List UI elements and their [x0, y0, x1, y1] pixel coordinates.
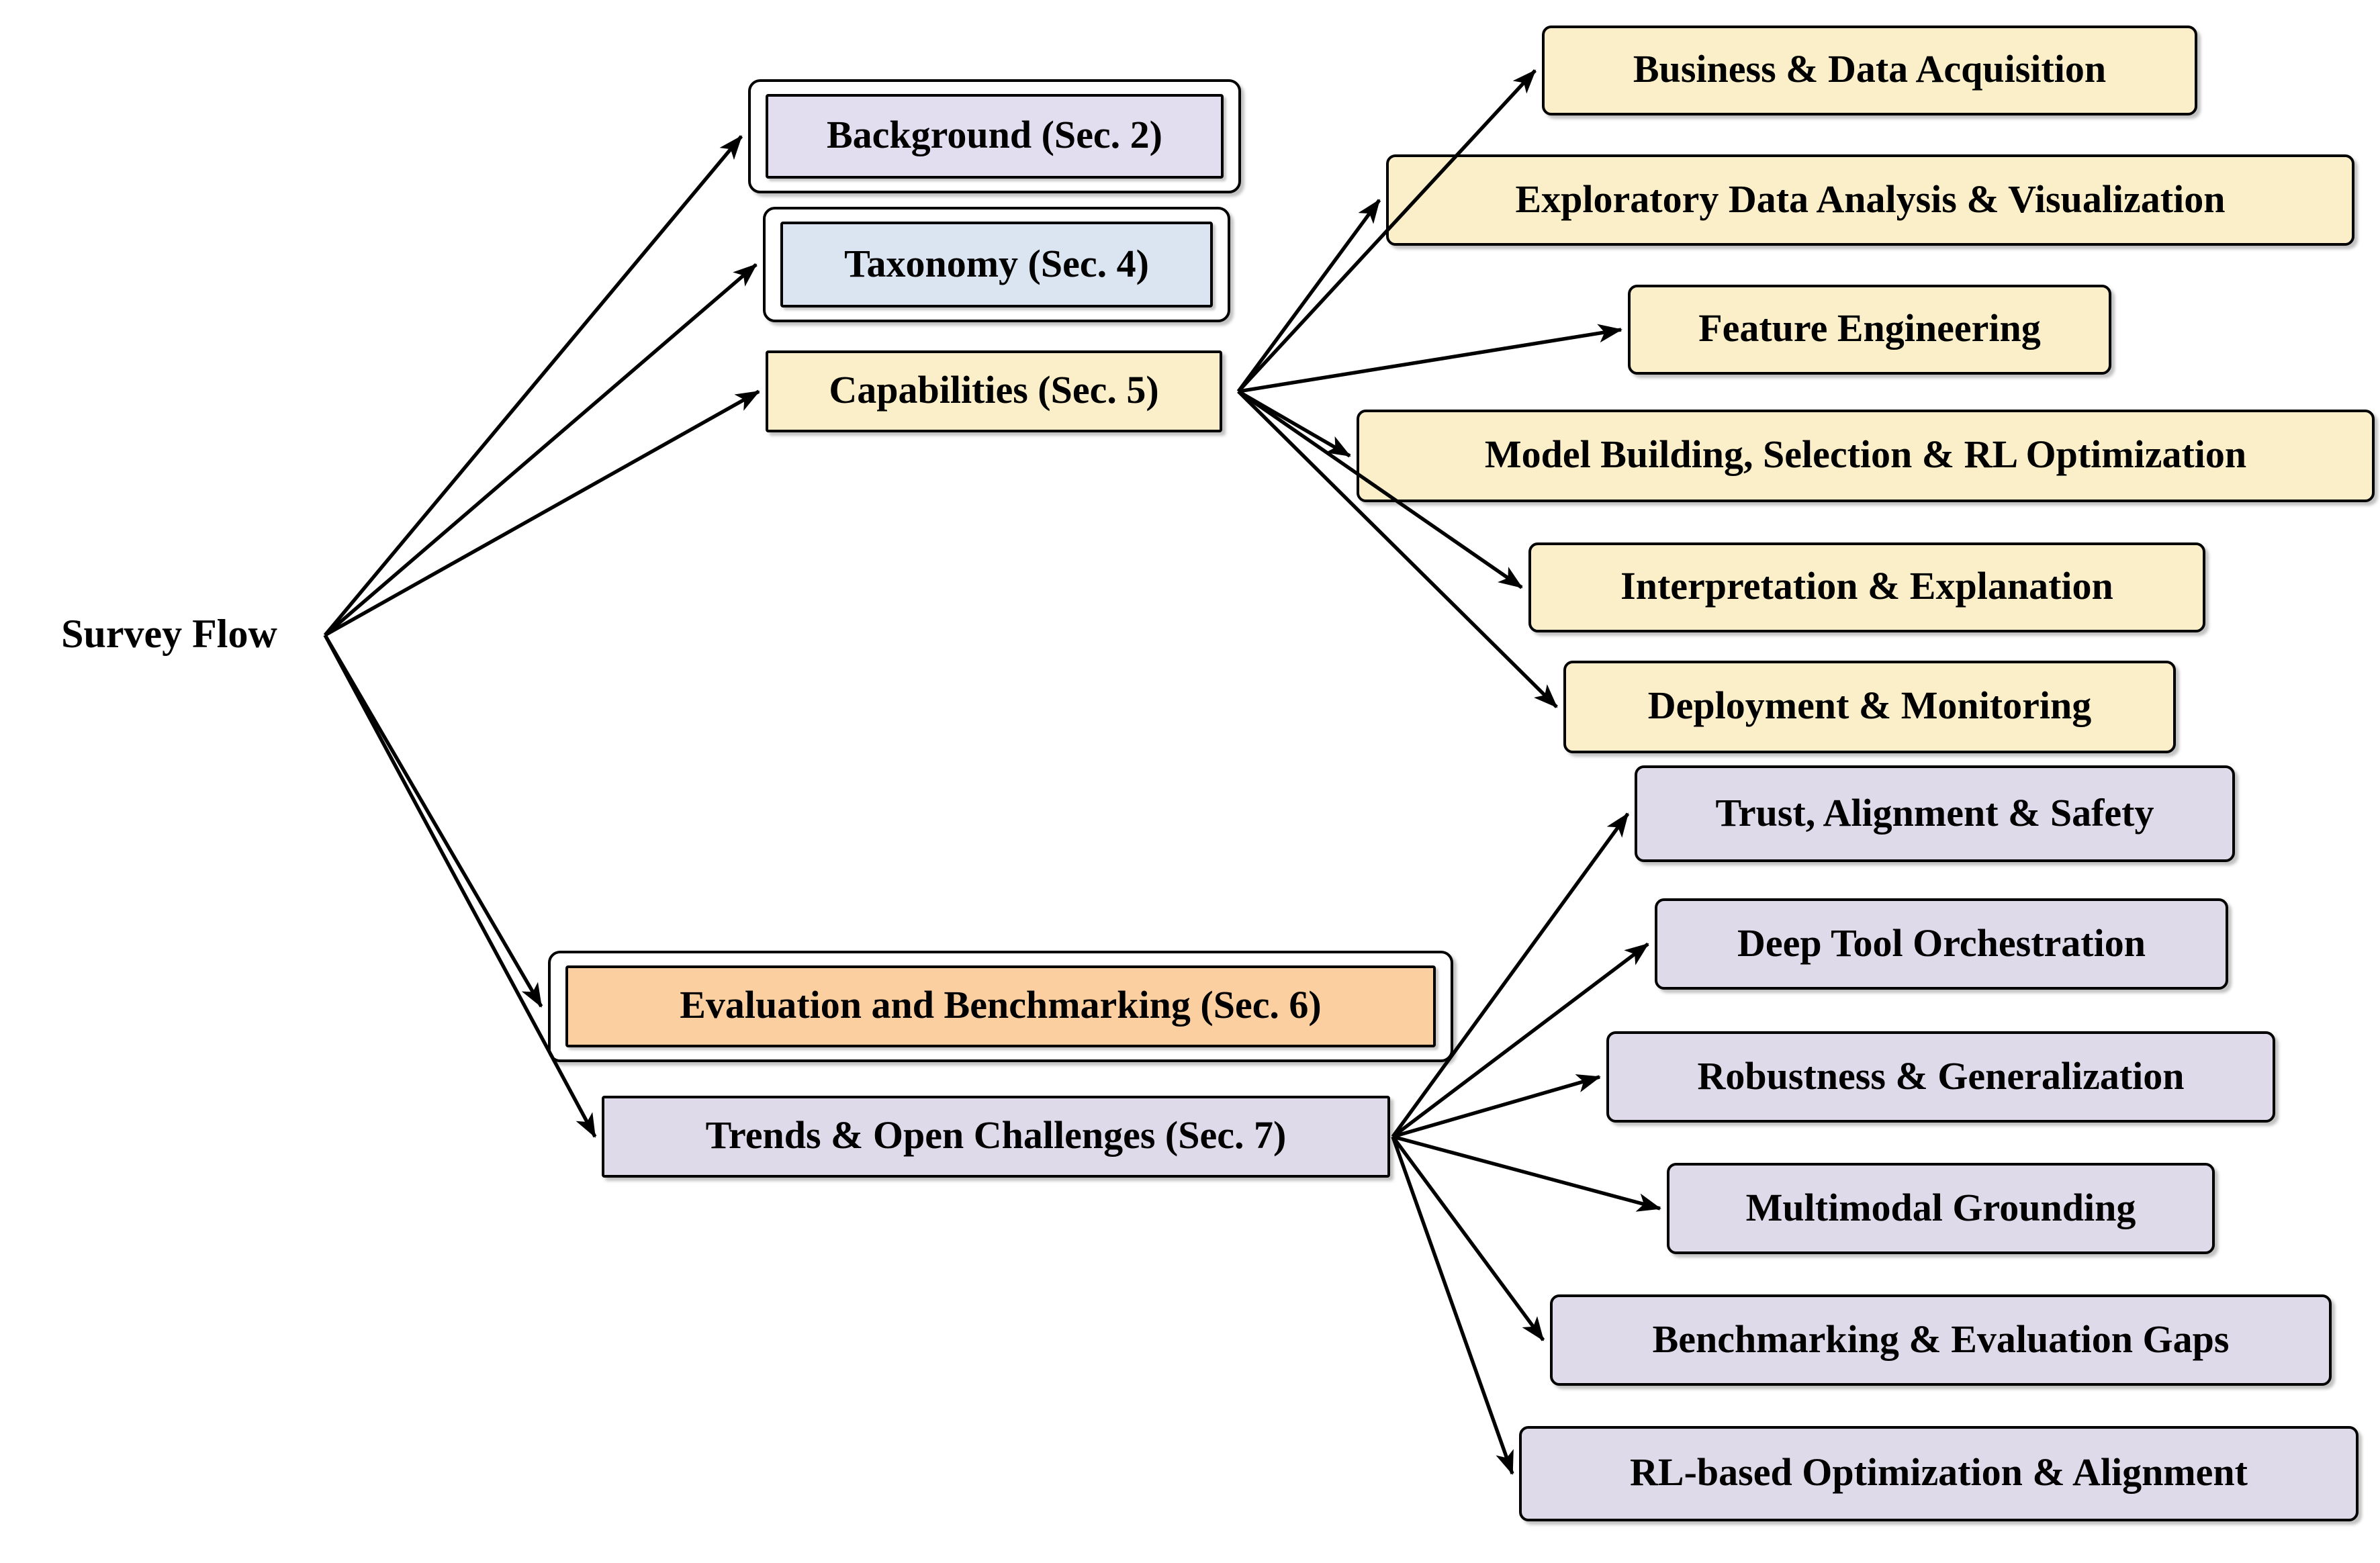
trends-section-label: Trends & Open Challenges (Sec. 7)	[705, 1115, 1287, 1157]
evaluation-section-node: Evaluation and Benchmarking (Sec. 6)	[565, 965, 1436, 1047]
flow-arrow	[1392, 1074, 1601, 1139]
node-label: Feature Engineering	[1698, 307, 2041, 350]
node-robustness-generalization: Robustness & Generalization	[1606, 1031, 2275, 1123]
node-label: Trust, Alignment & Safety	[1715, 792, 2154, 835]
flow-arrow	[1236, 199, 1381, 393]
capabilities-section-node: Capabilities (Sec. 5)	[766, 350, 1222, 432]
taxonomy-section-frame: Taxonomy (Sec. 4)	[763, 207, 1230, 322]
background-section-frame: Background (Sec. 2)	[748, 79, 1241, 193]
node-label: Exploratory Data Analysis & Visualizatio…	[1515, 178, 2226, 221]
node-label: Deployment & Monitoring	[1647, 685, 2092, 728]
flow-arrow	[324, 263, 758, 637]
node-exploratory-data-analysis-visualization: Exploratory Data Analysis & Visualizatio…	[1386, 154, 2354, 246]
survey-flow-root-label: Survey Flow	[61, 612, 277, 657]
flow-arrow	[323, 634, 597, 1138]
flow-arrow	[323, 135, 743, 636]
background-section-node: Background (Sec. 2)	[766, 94, 1224, 179]
taxonomy-section-label: Taxonomy (Sec. 4)	[844, 242, 1149, 285]
flow-arrow	[1237, 389, 1351, 458]
node-business-data-acquisition: Business & Data Acquisition	[1542, 26, 2197, 115]
background-section-label: Background (Sec. 2)	[826, 114, 1162, 157]
node-label: RL-based Optimization & Alignment	[1630, 1452, 2248, 1495]
node-label: Benchmarking & Evaluation Gaps	[1652, 1318, 2230, 1361]
node-label: Deep Tool Orchestration	[1737, 922, 2146, 965]
node-deep-tool-orchestration: Deep Tool Orchestration	[1655, 898, 2228, 990]
trends-section-node: Trends & Open Challenges (Sec. 7)	[602, 1096, 1390, 1178]
node-trust-alignment-safety: Trust, Alignment & Safety	[1635, 765, 2235, 862]
node-deployment-monitoring: Deployment & Monitoring	[1563, 661, 2176, 753]
node-model-building-selection-rl-optimization: Model Building, Selection & RL Optimizat…	[1357, 410, 2375, 502]
node-benchmarking-evaluation-gaps: Benchmarking & Evaluation Gaps	[1550, 1294, 2332, 1386]
node-label: Model Building, Selection & RL Optimizat…	[1484, 434, 2247, 477]
node-multimodal-grounding: Multimodal Grounding	[1667, 1163, 2215, 1254]
capabilities-section-label: Capabilities (Sec. 5)	[829, 369, 1159, 412]
node-interpretation-explanation: Interpretation & Explanation	[1528, 542, 2205, 632]
flow-arrow	[323, 634, 543, 1008]
taxonomy-section-node: Taxonomy (Sec. 4)	[780, 222, 1213, 307]
evaluation-section-frame: Evaluation and Benchmarking (Sec. 6)	[548, 951, 1453, 1062]
node-label: Business & Data Acquisition	[1633, 48, 2107, 91]
node-label: Robustness & Generalization	[1697, 1055, 2185, 1098]
flow-arrow	[324, 389, 760, 637]
evaluation-section-label: Evaluation and Benchmarking (Sec. 6)	[680, 984, 1322, 1027]
flow-arrow	[1391, 1135, 1545, 1341]
flow-arrow	[1238, 324, 1622, 393]
node-rl-based-optimization-alignment: RL-based Optimization & Alignment	[1519, 1426, 2359, 1521]
node-feature-engineering: Feature Engineering	[1628, 285, 2111, 375]
node-label: Multimodal Grounding	[1745, 1186, 2136, 1229]
node-label: Interpretation & Explanation	[1620, 565, 2113, 608]
flow-arrow	[1392, 1135, 1661, 1212]
flow-arrow	[1391, 1136, 1514, 1475]
